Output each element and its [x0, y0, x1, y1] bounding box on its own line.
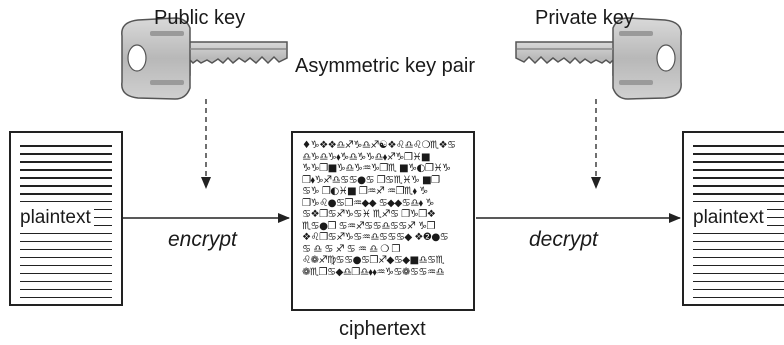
ciphertext-row: ❁♏❐♋◆♎❐♎⬧⬧♒♑♋❁♋♋♒♎ [302, 266, 445, 278]
key-pair-label: Asymmetric key pair [295, 55, 476, 77]
ciphertext-row: ♋♑ ❐◐♓■ ❐♒♐ ♒❐♏⬧ ♑ [302, 186, 428, 197]
plaintext-document-left: plaintext [9, 131, 123, 306]
plaintext-document-right: plaintext [682, 131, 784, 306]
private-key-label: Private key [535, 7, 634, 29]
ciphertext-document: ♦♑❖❖♎♐♑♎♐☯❖♌♎♌❍♏❖♋ ♎♑♎♑⬧♑♎♑♑♎⬧♐♑❐♓■ ♑♑❐■… [291, 131, 475, 311]
private-key-icon [515, 17, 682, 100]
ciphertext-row: ♑♑❐■♑♎♑♒♑❐♏ ■♑◐❐♓♑ [302, 163, 451, 174]
ciphertext-row: ♋ ♎ ♋ ♐ ♋ ♒ ♎ ❍ ❐ [302, 243, 401, 255]
public-key-label: Public key [154, 7, 246, 29]
ciphertext-row: ♦♑❖❖♎♐♑♎♐☯❖♌♎♌❍♏❖♋ [302, 140, 456, 151]
plaintext-label-right: plaintext [690, 206, 767, 230]
plaintext-label-left: plaintext [17, 206, 94, 230]
ciphertext-row: ♎♑♎♑⬧♑♎♑♑♎⬧♐♑❐♓■ [302, 151, 431, 163]
ciphertext-row: ❐♑♌●♋❐♒◆◆ ♋◆◆♋♎⬧ ♑ [302, 197, 434, 209]
decrypt-label: decrypt [529, 228, 598, 251]
ciphertext-row: ♌❁♐♍♋♋●♋❐♐◆♋◆■♎♋♏ [302, 255, 445, 266]
ciphertext-row: ❐⬧♑♐♎♋♋●♋ ❐♋♏♓♑ ■❐ [302, 174, 440, 186]
ciphertext-row: ♏♋●❐ ♋♒♐♋♋♎♋♋♐ ♑❐ [302, 220, 436, 232]
ciphertext-row: ❖♌❐♋♐♑♋♒♎♋♋♋◆ ❖❷●♋ [302, 232, 449, 243]
public-key-icon [121, 17, 288, 100]
encrypt-label: encrypt [168, 228, 237, 251]
ciphertext-label: ciphertext [339, 318, 426, 340]
ciphertext-row: ♋❖❐♋♐♑♋♓ ♏♐♋ ❐♑❐❖ [302, 209, 436, 220]
